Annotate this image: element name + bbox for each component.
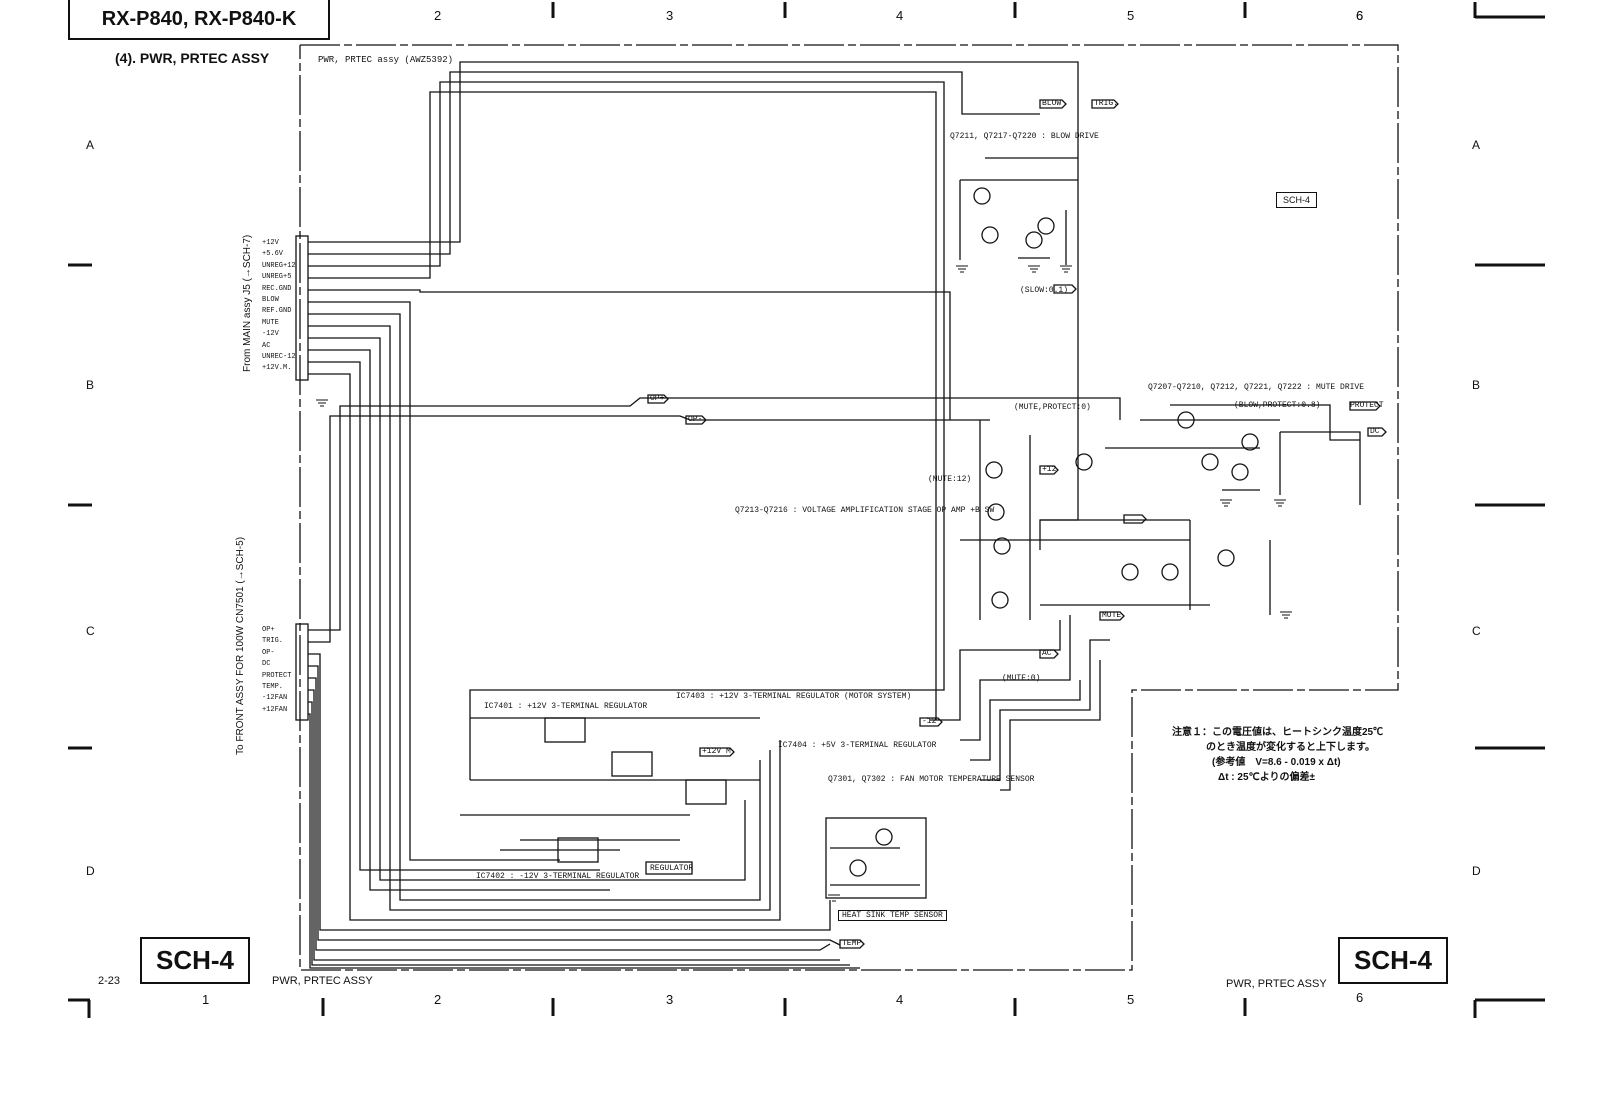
net-label: (BLOW,PROTECT:0.8) <box>1234 401 1321 410</box>
regulator-label: REGULATOR <box>650 864 694 873</box>
note-line: Δt : 25℃よりの偏差± <box>1218 772 1316 783</box>
net-label: DC <box>1370 427 1380 436</box>
pin-label: -12V <box>262 330 279 339</box>
note-line: のとき温度が変化すると上下します。 <box>1206 742 1375 753</box>
main-connector-title: From MAIN assy J5 (→SCH-7) <box>242 234 253 372</box>
pin-label: AC <box>262 341 271 350</box>
row-letter: B <box>1472 378 1481 392</box>
col-num: 6 <box>1356 8 1364 23</box>
row-letter: C <box>1472 624 1481 638</box>
pin-label: -12FAN <box>262 694 288 703</box>
col-num: 3 <box>666 8 674 23</box>
col-num: 5 <box>1127 992 1135 1007</box>
front-connector-pins: OP+ TRIG. OP- DC PROTECT TEMP. -12FAN +1… <box>262 625 291 716</box>
pin-label: UNREG+12 <box>262 261 296 270</box>
block-title: IC7403 : +12V 3-TERMINAL REGULATOR (MOTO… <box>676 692 912 701</box>
note-line: (参考値 V=8.6 - 0.019 x Δt) <box>1212 757 1341 768</box>
pin-label: BLOW <box>262 296 279 305</box>
net-label: TRIG. <box>1094 99 1119 108</box>
pin-label: REF.GND <box>262 307 292 316</box>
pin-label: +12V <box>262 239 279 247</box>
temperature-note: 注意１：この電圧値は、ヒートシンク温度25℃ のとき温度が変化すると上下します。… <box>1172 725 1383 785</box>
model-title: RX-P840, RX-P840-K <box>68 0 330 40</box>
assy-label: PWR, PRTEC assy (AWZ5392) <box>318 55 454 65</box>
block-title: Q7207-Q7210, Q7212, Q7221, Q7222 : MUTE … <box>1148 383 1365 392</box>
net-label: +12V M <box>702 747 731 756</box>
row-letter: A <box>86 138 95 152</box>
row-letter: D <box>86 864 95 878</box>
net-label: (MUTE:0) <box>1002 674 1041 683</box>
block-title: Q7213-Q7216 : VOLTAGE AMPLIFICATION STAG… <box>735 506 995 515</box>
net-label: (SLOW:0.1) <box>1020 286 1069 295</box>
sch-reference-small: SCH-4 <box>1276 192 1318 208</box>
col-num: 2 <box>434 8 442 23</box>
net-label: -12 <box>922 717 937 726</box>
col-num: 2 <box>434 992 442 1007</box>
pin-label: OP+ <box>262 626 275 634</box>
pin-label: TRIG. <box>262 637 284 646</box>
pin-label: PROTECT <box>262 671 292 680</box>
sch-label-left: SCH-4 <box>140 937 251 984</box>
pin-label: DC <box>262 660 271 669</box>
heat-sink-label: HEAT SINK TEMP SENSOR <box>838 910 947 921</box>
col-num: 4 <box>896 992 904 1007</box>
pin-label: +12FAN <box>262 705 288 714</box>
col-num: 1 <box>202 992 210 1007</box>
footer-left: PWR, PRTEC ASSY <box>272 975 373 987</box>
block-title: IC7402 : -12V 3-TERMINAL REGULATOR <box>476 872 640 881</box>
net-label: OP+ <box>650 394 665 403</box>
pin-label: MUTE <box>262 318 279 327</box>
pin-label: +12V.M. <box>262 364 292 373</box>
pin-label: +5.6V <box>262 250 284 259</box>
net-label: MUTE <box>1102 611 1122 620</box>
net-label: (MUTE,PROTECT:0) <box>1014 403 1091 412</box>
footer-right: PWR, PRTEC ASSY <box>1226 978 1327 990</box>
pin-label: UNREG+5 <box>262 273 292 282</box>
row-letter: B <box>86 378 95 392</box>
col-num: 4 <box>896 8 904 23</box>
block-title: IC7404 : +5V 3-TERMINAL REGULATOR <box>778 741 937 750</box>
pin-label: TEMP. <box>262 683 284 692</box>
col-num: 6 <box>1356 990 1364 1005</box>
net-label: +12 <box>1042 465 1057 474</box>
col-num: 6 <box>1356 8 1364 23</box>
net-label: OP- <box>688 415 703 424</box>
block-title: Q7211, Q7217-Q7220 : BLOW DRIVE <box>950 132 1099 141</box>
pin-label: UNREC-12 <box>262 353 296 362</box>
col-num: 3 <box>666 992 674 1007</box>
row-letter: A <box>1472 138 1481 152</box>
net-label: TEMP <box>842 939 862 948</box>
net-label: (MUTE:12) <box>928 475 972 484</box>
block-title: Q7301, Q7302 : FAN MOTOR TEMPERATURE SEN… <box>828 775 1035 784</box>
main-connector-pins: +12V +5.6V UNREG+12 UNREG+5 REC.GND BLOW… <box>262 238 296 375</box>
section-title: (4). PWR, PRTEC ASSY <box>115 50 270 66</box>
block-title: IC7401 : +12V 3-TERMINAL REGULATOR <box>484 702 648 711</box>
front-connector-title: To FRONT ASSY FOR 100W CN7501 (→SCH-5) <box>235 536 246 755</box>
net-label: BLOW <box>1042 99 1062 108</box>
net-label: AC <box>1042 649 1052 658</box>
pin-label: REC.GND <box>262 284 292 293</box>
sch-label-right: SCH-4 <box>1338 937 1449 984</box>
row-letter: C <box>86 624 95 638</box>
page-number: 2-23 <box>98 975 121 987</box>
col-num: 5 <box>1127 8 1135 23</box>
row-letter: D <box>1472 864 1481 878</box>
note-line: 注意１：この電圧値は、ヒートシンク温度25℃ <box>1172 727 1384 738</box>
net-label: PROTECT <box>1350 401 1384 410</box>
pin-label: OP- <box>262 648 275 657</box>
